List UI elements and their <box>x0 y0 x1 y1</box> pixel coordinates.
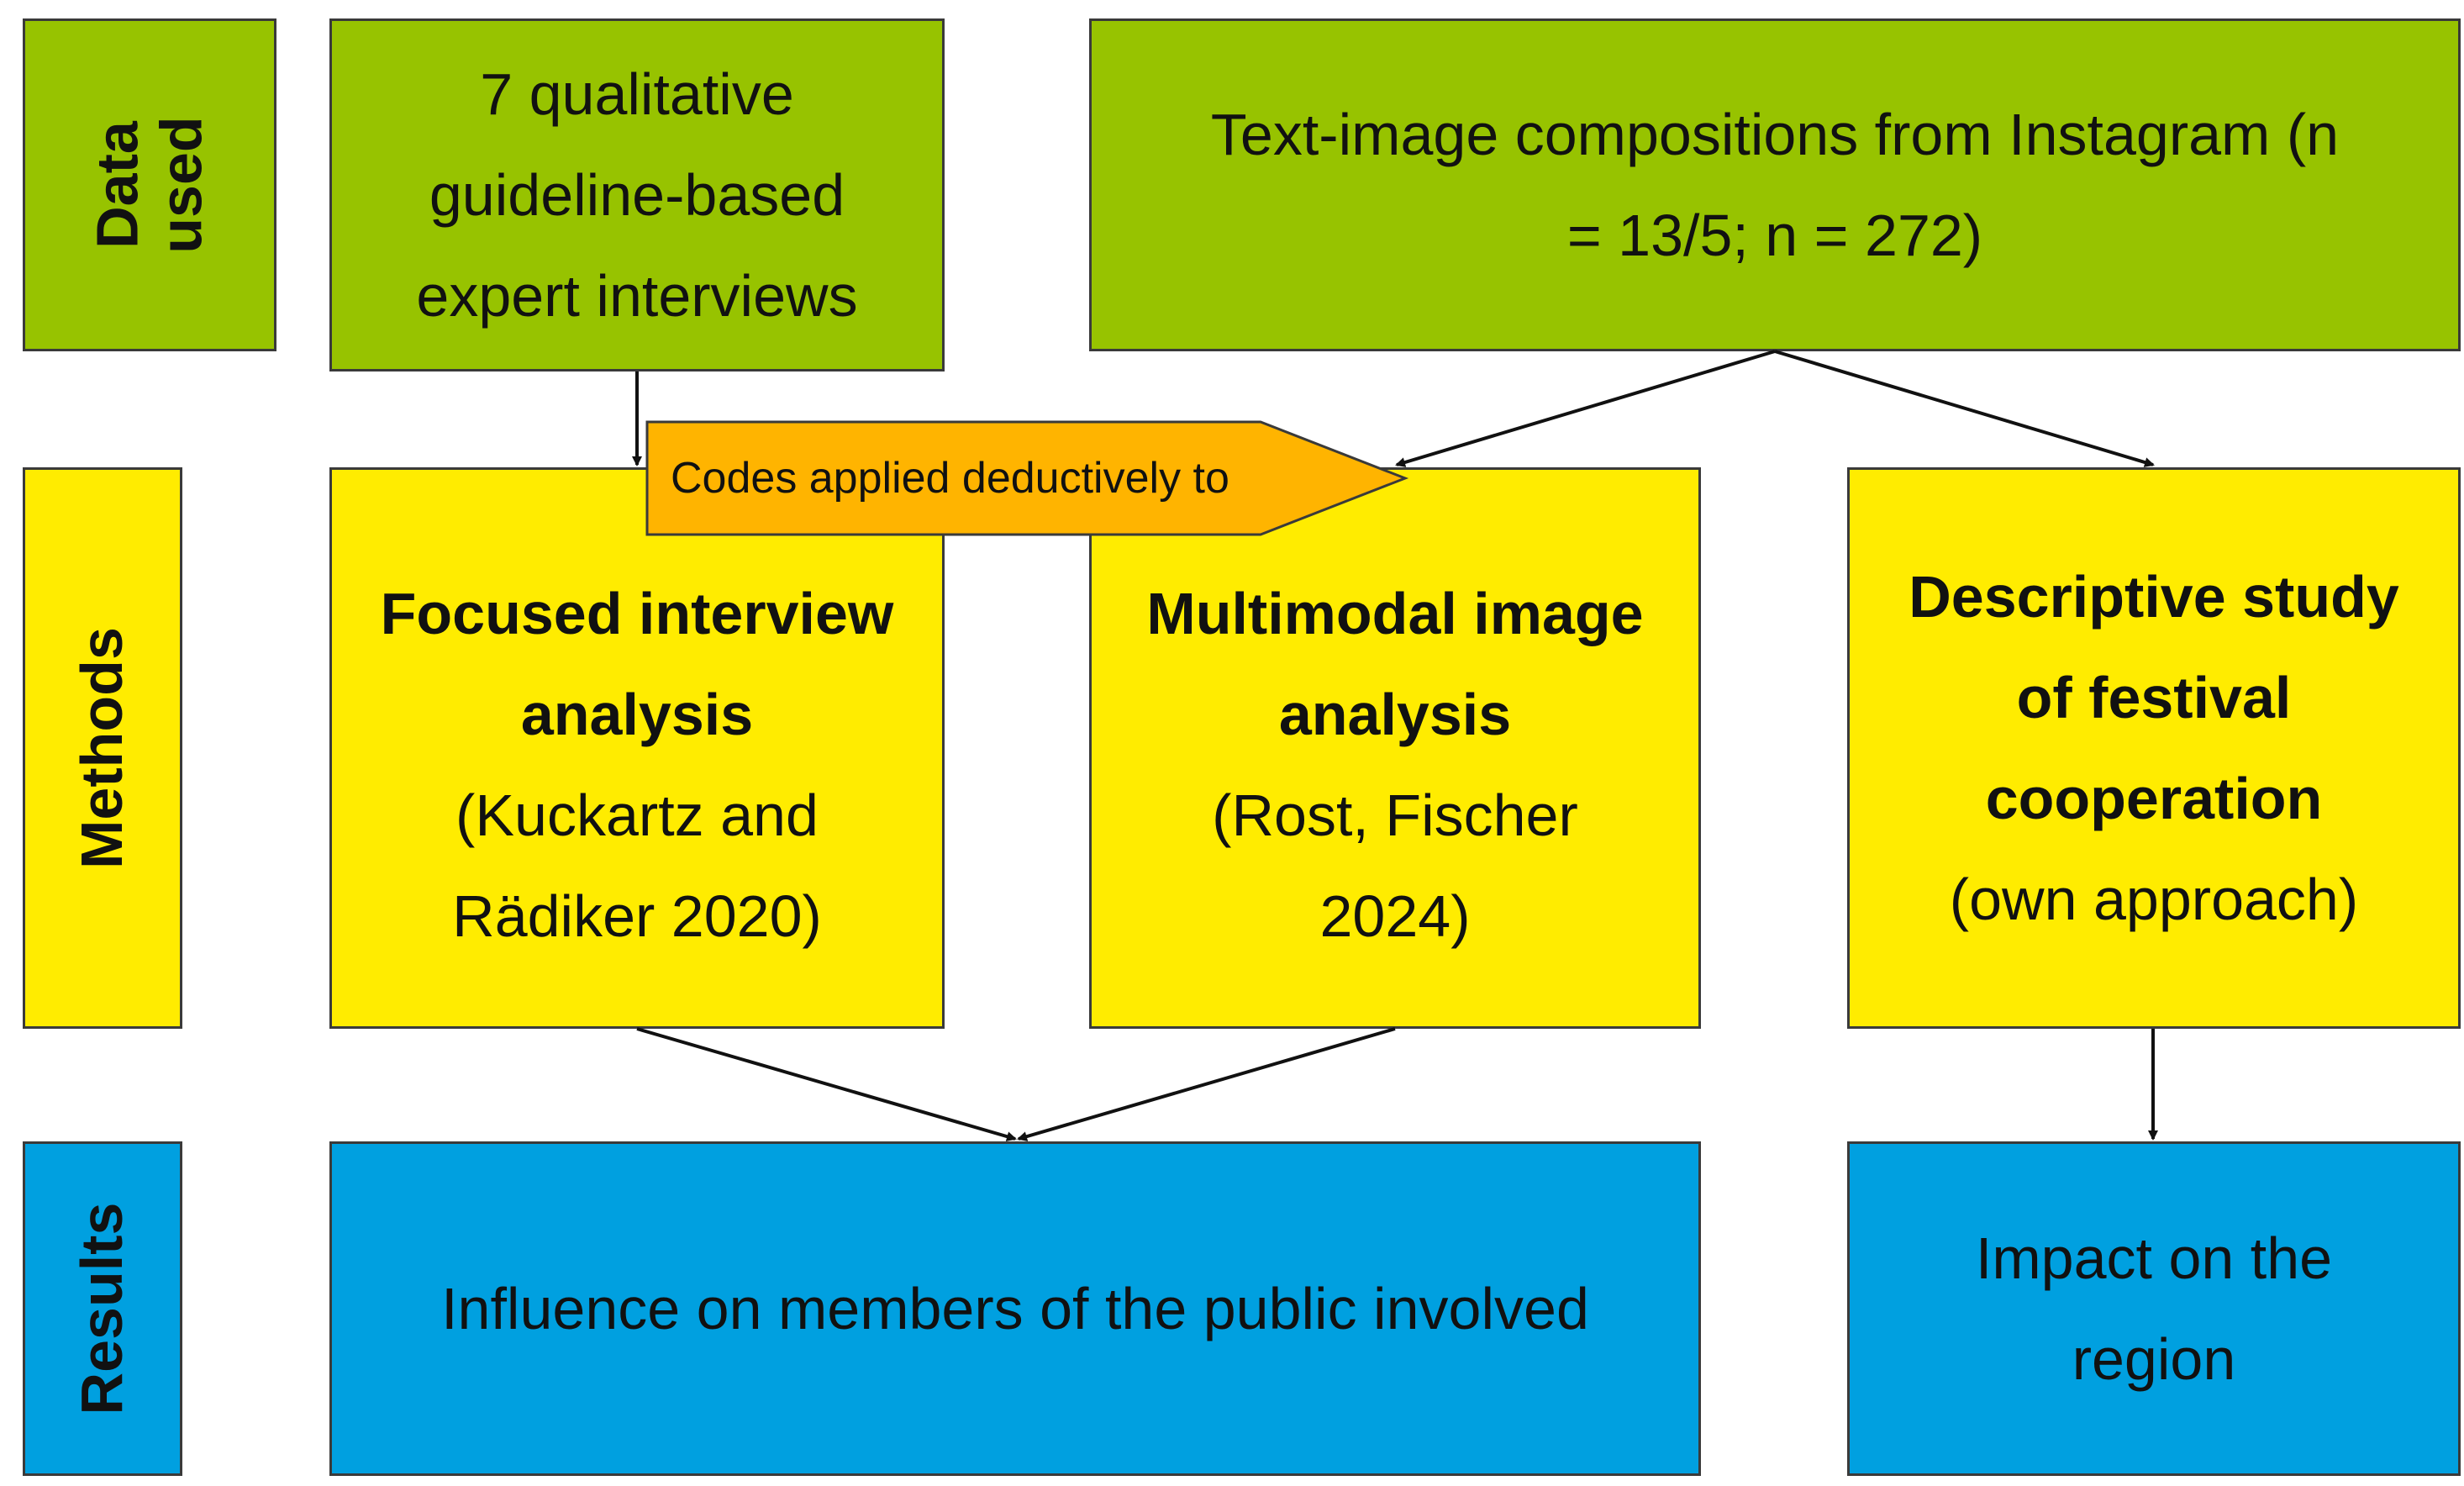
row-label-methods: Methods <box>23 467 182 1029</box>
data-box-expert-interviews-line: expert interviews <box>416 263 858 329</box>
result-region-line: region <box>2072 1326 2236 1392</box>
method-interview-ref-line: Rädiker 2020) <box>452 883 822 949</box>
method-interview-ref-line: (Kuckartz and <box>455 783 819 848</box>
method-box-interview-analysis: Focused interview analysis (Kuckartz and… <box>329 467 945 1029</box>
data-box-expert-interviews-line: 7 qualitative <box>480 61 794 127</box>
method-image-title-line: analysis <box>1278 682 1512 747</box>
data-box-instagram: Text-image compositions from Instagram (… <box>1089 18 2461 351</box>
method-box-descriptive-study: Descriptive study of festival cooperatio… <box>1847 467 2461 1029</box>
arrow-interview-analysis-to-public <box>636 1027 1017 1141</box>
arrow-instagram-to-image-analysis <box>1395 350 1776 467</box>
method-box-image-analysis: Multimodal image analysis (Rost, Fischer… <box>1089 467 1701 1029</box>
arrow-image-analysis-to-public <box>1017 1027 1396 1141</box>
method-image-ref-line: 2024) <box>1319 883 1471 949</box>
row-label-data-used-text: Data used <box>84 116 213 254</box>
data-box-instagram-line: = 13/5; n = 272) <box>1566 203 1983 268</box>
data-box-expert-interviews-line: guideline-based <box>429 162 845 228</box>
method-descriptive-ref-line: (own approach) <box>1949 867 2359 932</box>
result-public-text: Influence on members of the public invol… <box>441 1276 1589 1341</box>
method-image-ref-line: (Rost, Fischer <box>1212 783 1578 848</box>
method-interview-title-line: analysis <box>520 682 754 747</box>
row-label-results: Results <box>23 1141 182 1476</box>
row-label-results-text: Results <box>69 1202 135 1415</box>
method-interview-title-line: Focused interview <box>380 581 894 646</box>
method-descriptive-title-line: Descriptive study <box>1909 564 2399 630</box>
result-box-region-impact: Impact on the region <box>1847 1141 2461 1476</box>
method-image-title-line: Multimodal image <box>1146 581 1644 646</box>
method-descriptive-title-line: of festival <box>2016 665 2292 730</box>
row-label-methods-text: Methods <box>69 627 135 869</box>
result-box-public-influence: Influence on members of the public invol… <box>329 1141 1701 1476</box>
data-box-instagram-line: Text-image compositions from Instagram (… <box>1210 102 2340 167</box>
row-label-data-used: Data used <box>23 18 276 351</box>
arrow-instagram-to-descriptive-study <box>1774 350 2155 467</box>
method-descriptive-title-line: cooperation <box>1985 766 2323 831</box>
result-region-line: Impact on the <box>1975 1225 2333 1291</box>
data-box-expert-interviews: 7 qualitative guideline-based expert int… <box>329 18 945 372</box>
codes-applied-label: Codes applied deductively to <box>671 454 1229 503</box>
